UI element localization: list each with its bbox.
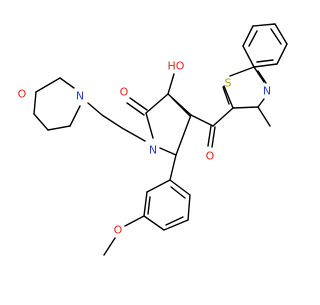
thiazole-ring — [222, 66, 271, 127]
morpholine-oxygen-label: O — [18, 88, 27, 101]
molecule-structure: O N N O HO O S N O — [18, 23, 288, 256]
morpholine-ring — [33, 77, 81, 131]
morpholine-nitrogen-label: N — [76, 90, 84, 103]
ketone-linker — [190, 107, 234, 148]
molecule-canvas: O N N O HO O S N O — [17, 23, 288, 256]
ketone-oxygen-label: O — [206, 150, 215, 163]
hydroxyl-label: HO — [168, 60, 185, 73]
pyrrolinone-ring — [126, 73, 192, 156]
propyl-chain — [87, 102, 146, 142]
lactam-oxygen-label: O — [120, 86, 129, 99]
thiazole-sulfur-label: S — [225, 77, 232, 90]
thiazole-nitrogen-label: N — [263, 85, 271, 98]
methoxy-oxygen-label: O — [114, 224, 123, 237]
phenyl-ring — [242, 23, 288, 68]
methoxyphenyl-ring — [103, 154, 191, 256]
pyrrolinone-nitrogen-label: N — [149, 144, 157, 157]
